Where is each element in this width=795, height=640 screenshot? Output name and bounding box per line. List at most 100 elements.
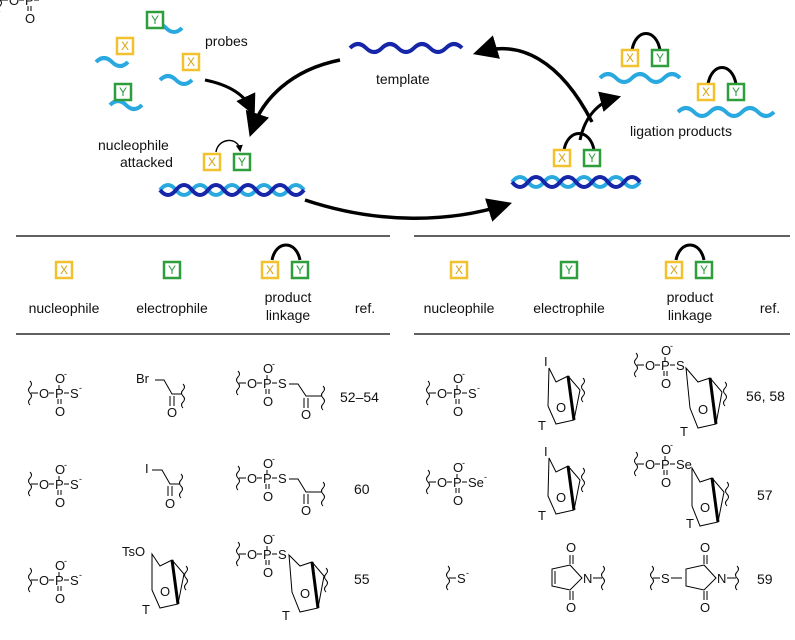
y-box bbox=[162, 260, 182, 280]
svg-text:O: O bbox=[25, 11, 35, 26]
svg-text:O: O bbox=[556, 400, 566, 415]
svg-text:Y: Y bbox=[168, 263, 176, 277]
ref-value: 59 bbox=[757, 571, 773, 587]
svg-text:T: T bbox=[686, 516, 694, 531]
probe-x-box bbox=[115, 36, 135, 56]
ref-value: 56, 58 bbox=[746, 388, 785, 404]
svg-text:X: X bbox=[670, 263, 678, 277]
svg-text:-: - bbox=[466, 568, 469, 578]
svg-text:Y: Y bbox=[656, 51, 664, 65]
sugar-ring: O T bbox=[282, 553, 328, 623]
table-row: S - TsO O T S O T 55 bbox=[28, 529, 370, 623]
svg-text:S: S bbox=[676, 358, 685, 373]
svg-text:S: S bbox=[661, 571, 670, 586]
col-electrophile: electrophile bbox=[136, 300, 208, 316]
template-strand bbox=[348, 42, 464, 54]
ligation-products: X Y X Y ligation products bbox=[598, 32, 776, 139]
svg-text:O: O bbox=[700, 540, 710, 555]
svg-text:O: O bbox=[300, 586, 310, 601]
svg-text:P: P bbox=[25, 0, 34, 8]
svg-text:X: X bbox=[266, 263, 274, 277]
svg-text:-: - bbox=[484, 472, 487, 482]
y-box bbox=[582, 148, 602, 168]
col-electrophile: electrophile bbox=[533, 300, 605, 316]
probe-arrow bbox=[204, 78, 256, 116]
ref-value: 60 bbox=[354, 481, 370, 497]
svg-text:X: X bbox=[121, 39, 129, 53]
svg-text:T: T bbox=[538, 508, 546, 523]
svg-text:T: T bbox=[282, 608, 290, 623]
probes-label: probes bbox=[205, 33, 248, 49]
ref-value: 52–54 bbox=[340, 389, 379, 405]
ref-value: 57 bbox=[757, 487, 773, 503]
probes: Y X X Y probes bbox=[94, 10, 248, 111]
left-table-header: X Y X Y nucleophile electrophile product… bbox=[29, 243, 375, 323]
table-row: S - I O T S O T 56, 58 bbox=[426, 340, 785, 439]
ref-value: 55 bbox=[354, 571, 370, 587]
svg-text:I: I bbox=[544, 444, 548, 459]
svg-text:S: S bbox=[278, 547, 287, 562]
svg-text:X: X bbox=[208, 155, 216, 169]
x-box bbox=[54, 260, 74, 280]
svg-text:N: N bbox=[717, 571, 726, 586]
table-row: S - I O S O 60 bbox=[28, 453, 370, 518]
svg-text:O: O bbox=[9, 0, 19, 8]
col-product: product bbox=[667, 289, 714, 305]
svg-text:X: X bbox=[626, 51, 634, 65]
cycle-arrow-bottom bbox=[304, 198, 513, 222]
ligation-products-label: ligation products bbox=[630, 123, 732, 139]
x-box bbox=[449, 260, 469, 280]
col-product: product bbox=[265, 289, 312, 305]
svg-text:O: O bbox=[301, 407, 311, 422]
probe-y-box bbox=[145, 10, 165, 30]
svg-text:Se: Se bbox=[676, 457, 692, 472]
duplex-right: X Y bbox=[510, 132, 642, 189]
phosphorothioate-nucleophile: O P O - O bbox=[0, 0, 39, 26]
svg-text:O: O bbox=[160, 584, 170, 599]
attacked-label: attacked bbox=[120, 154, 173, 170]
svg-text:O: O bbox=[566, 540, 576, 555]
svg-text:N: N bbox=[583, 571, 592, 586]
svg-text:Y: Y bbox=[296, 263, 304, 277]
sugar-ring: O T bbox=[538, 457, 585, 523]
ligation-cycle: template Y X X Y probes X Y bbox=[94, 10, 776, 222]
sugar-ring: O T bbox=[686, 466, 729, 531]
cycle-arrow-top bbox=[472, 35, 594, 123]
linkage-bridge bbox=[562, 132, 596, 151]
y-box bbox=[559, 260, 579, 280]
left-table-rows: O P O - O S - Br O S O bbox=[0, 0, 379, 623]
svg-text:T: T bbox=[680, 424, 688, 439]
right-table-header: X Y X Y nucleophile electrophile product… bbox=[424, 243, 780, 323]
sugar-ring: O T bbox=[142, 552, 188, 617]
table-row: Se - I O T Se O T 57 bbox=[426, 439, 773, 531]
svg-text:X: X bbox=[702, 85, 710, 99]
table-row: S - O N O S O bbox=[446, 540, 773, 615]
svg-text:TsO: TsO bbox=[122, 544, 145, 559]
sugar-ring: O T bbox=[538, 367, 585, 433]
attack-arrow bbox=[215, 139, 243, 153]
svg-text:Se: Se bbox=[468, 475, 484, 490]
x-box bbox=[552, 148, 572, 168]
col-linkage: linkage bbox=[668, 307, 713, 323]
svg-text:Y: Y bbox=[565, 263, 573, 277]
svg-text:O: O bbox=[698, 402, 708, 417]
duplex-left: X Y nucleophile attacked bbox=[98, 137, 306, 197]
svg-text:X: X bbox=[187, 55, 195, 69]
svg-text:X: X bbox=[455, 263, 463, 277]
svg-text:S: S bbox=[457, 571, 466, 586]
svg-text:O: O bbox=[566, 600, 576, 615]
nucleophile-label: nucleophile bbox=[98, 137, 169, 153]
svg-text:I: I bbox=[544, 354, 548, 369]
svg-text:Br: Br bbox=[136, 371, 150, 386]
probe-x-box bbox=[181, 52, 201, 72]
sugar-ring: O T bbox=[680, 366, 727, 439]
svg-text:-: - bbox=[79, 474, 82, 484]
svg-text:S: S bbox=[70, 573, 79, 588]
col-linkage: linkage bbox=[266, 307, 311, 323]
cycle-arrow-left bbox=[245, 58, 341, 137]
table-row: S - Br O S O 52–54 bbox=[28, 358, 379, 422]
col-ref: ref. bbox=[355, 300, 375, 316]
y-box bbox=[232, 152, 252, 172]
svg-text:Y: Y bbox=[238, 155, 246, 169]
svg-text:Y: Y bbox=[700, 263, 708, 277]
